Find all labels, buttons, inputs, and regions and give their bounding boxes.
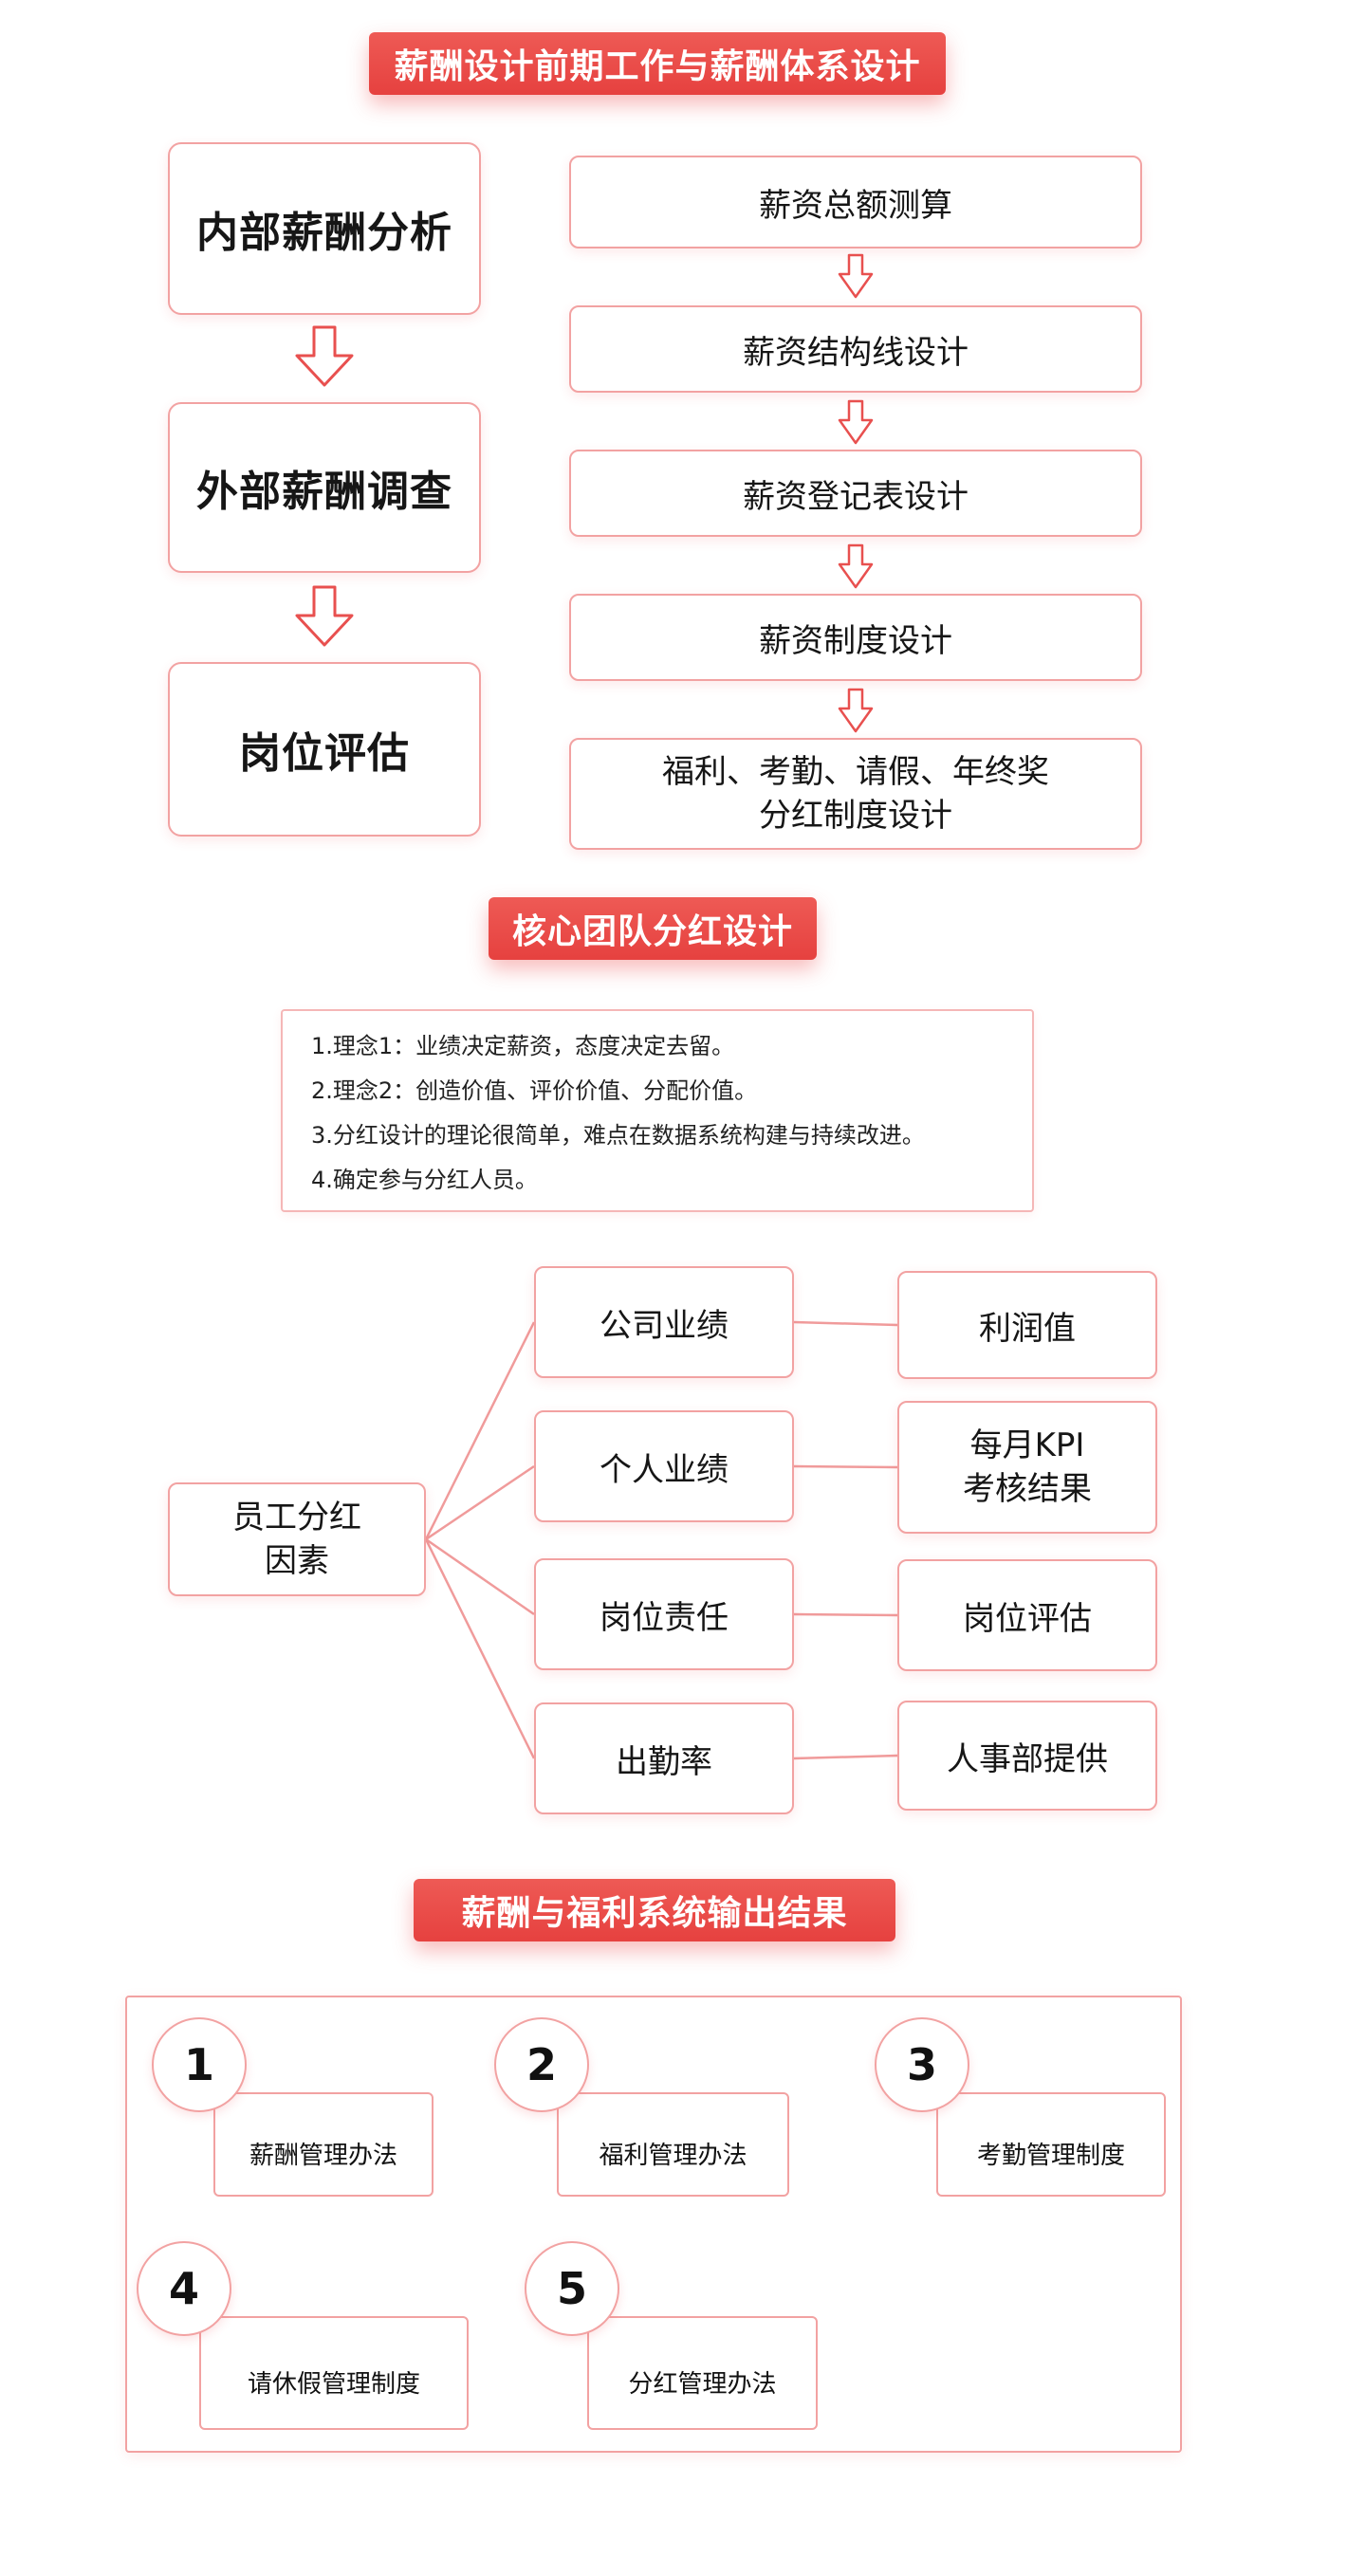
down-arrow-icon [838, 253, 874, 299]
output-number-badge: 4 [137, 2241, 231, 2336]
section3-banner: 薪酬与福利系统输出结果 [414, 1879, 895, 1941]
section1-banner: 薪酬设计前期工作与薪酬体系设计 [369, 32, 946, 95]
note-line: 1.理念1：业绩决定薪资，态度决定去留。 [311, 1033, 735, 1059]
down-arrow-icon [838, 688, 874, 733]
flow-box-external-salary-survey: 外部薪酬调查 [168, 402, 481, 573]
output-number-badge: 3 [875, 2017, 969, 2112]
output-box-attendance-management: 考勤管理制度 [936, 2092, 1166, 2197]
note-line: 2.理念2：创造价值、评价价值、分配价值。 [311, 1077, 758, 1104]
output-number-badge: 5 [525, 2241, 619, 2336]
output-box-welfare-management: 福利管理办法 [557, 2092, 789, 2197]
factor-box-attendance-rate: 出勤率 [534, 1702, 794, 1814]
source-box-profit-value: 利润值 [897, 1271, 1157, 1379]
factor-box-individual-performance: 个人业绩 [534, 1410, 794, 1522]
flow-box-salary-system-design: 薪资制度设计 [569, 594, 1142, 681]
flow-box-salary-structure-line-design: 薪资结构线设计 [569, 305, 1142, 393]
flow-box-position-evaluation: 岗位评估 [168, 662, 481, 837]
note-line: 3.分红设计的理论很简单，难点在数据系统构建与持续改进。 [311, 1122, 925, 1149]
output-number-badge: 1 [152, 2017, 247, 2112]
output-box-salary-management: 薪酬管理办法 [213, 2092, 434, 2197]
source-box-position-evaluation: 岗位评估 [897, 1559, 1157, 1671]
down-arrow-icon [295, 585, 354, 647]
flow-box-welfare-attendance-bonus-design: 福利、考勤、请假、年终奖 分红制度设计 [569, 738, 1142, 850]
flow-box-total-salary-calculation: 薪资总额测算 [569, 156, 1142, 248]
source-box-hr-provided: 人事部提供 [897, 1701, 1157, 1811]
dividend-notes-box: 1.理念1：业绩决定薪资，态度决定去留。 2.理念2：创造价值、评价价值、分配价… [281, 1009, 1034, 1212]
factor-root-box: 员工分红 因素 [168, 1482, 426, 1596]
note-line: 4.确定参与分红人员。 [311, 1167, 538, 1193]
down-arrow-icon [838, 543, 874, 589]
down-arrow-icon [295, 325, 354, 387]
flow-box-salary-registration-form-design: 薪资登记表设计 [569, 450, 1142, 537]
section2-banner: 核心团队分红设计 [489, 897, 817, 960]
source-box-monthly-kpi-results: 每月KPI 考核结果 [897, 1401, 1157, 1534]
output-number-badge: 2 [494, 2017, 589, 2112]
factor-box-position-responsibility: 岗位责任 [534, 1558, 794, 1670]
output-box-dividend-management: 分红管理办法 [587, 2316, 818, 2430]
output-box-leave-management: 请休假管理制度 [199, 2316, 469, 2430]
down-arrow-icon [838, 399, 874, 445]
flow-box-internal-salary-analysis: 内部薪酬分析 [168, 142, 481, 315]
factor-box-company-performance: 公司业绩 [534, 1266, 794, 1378]
